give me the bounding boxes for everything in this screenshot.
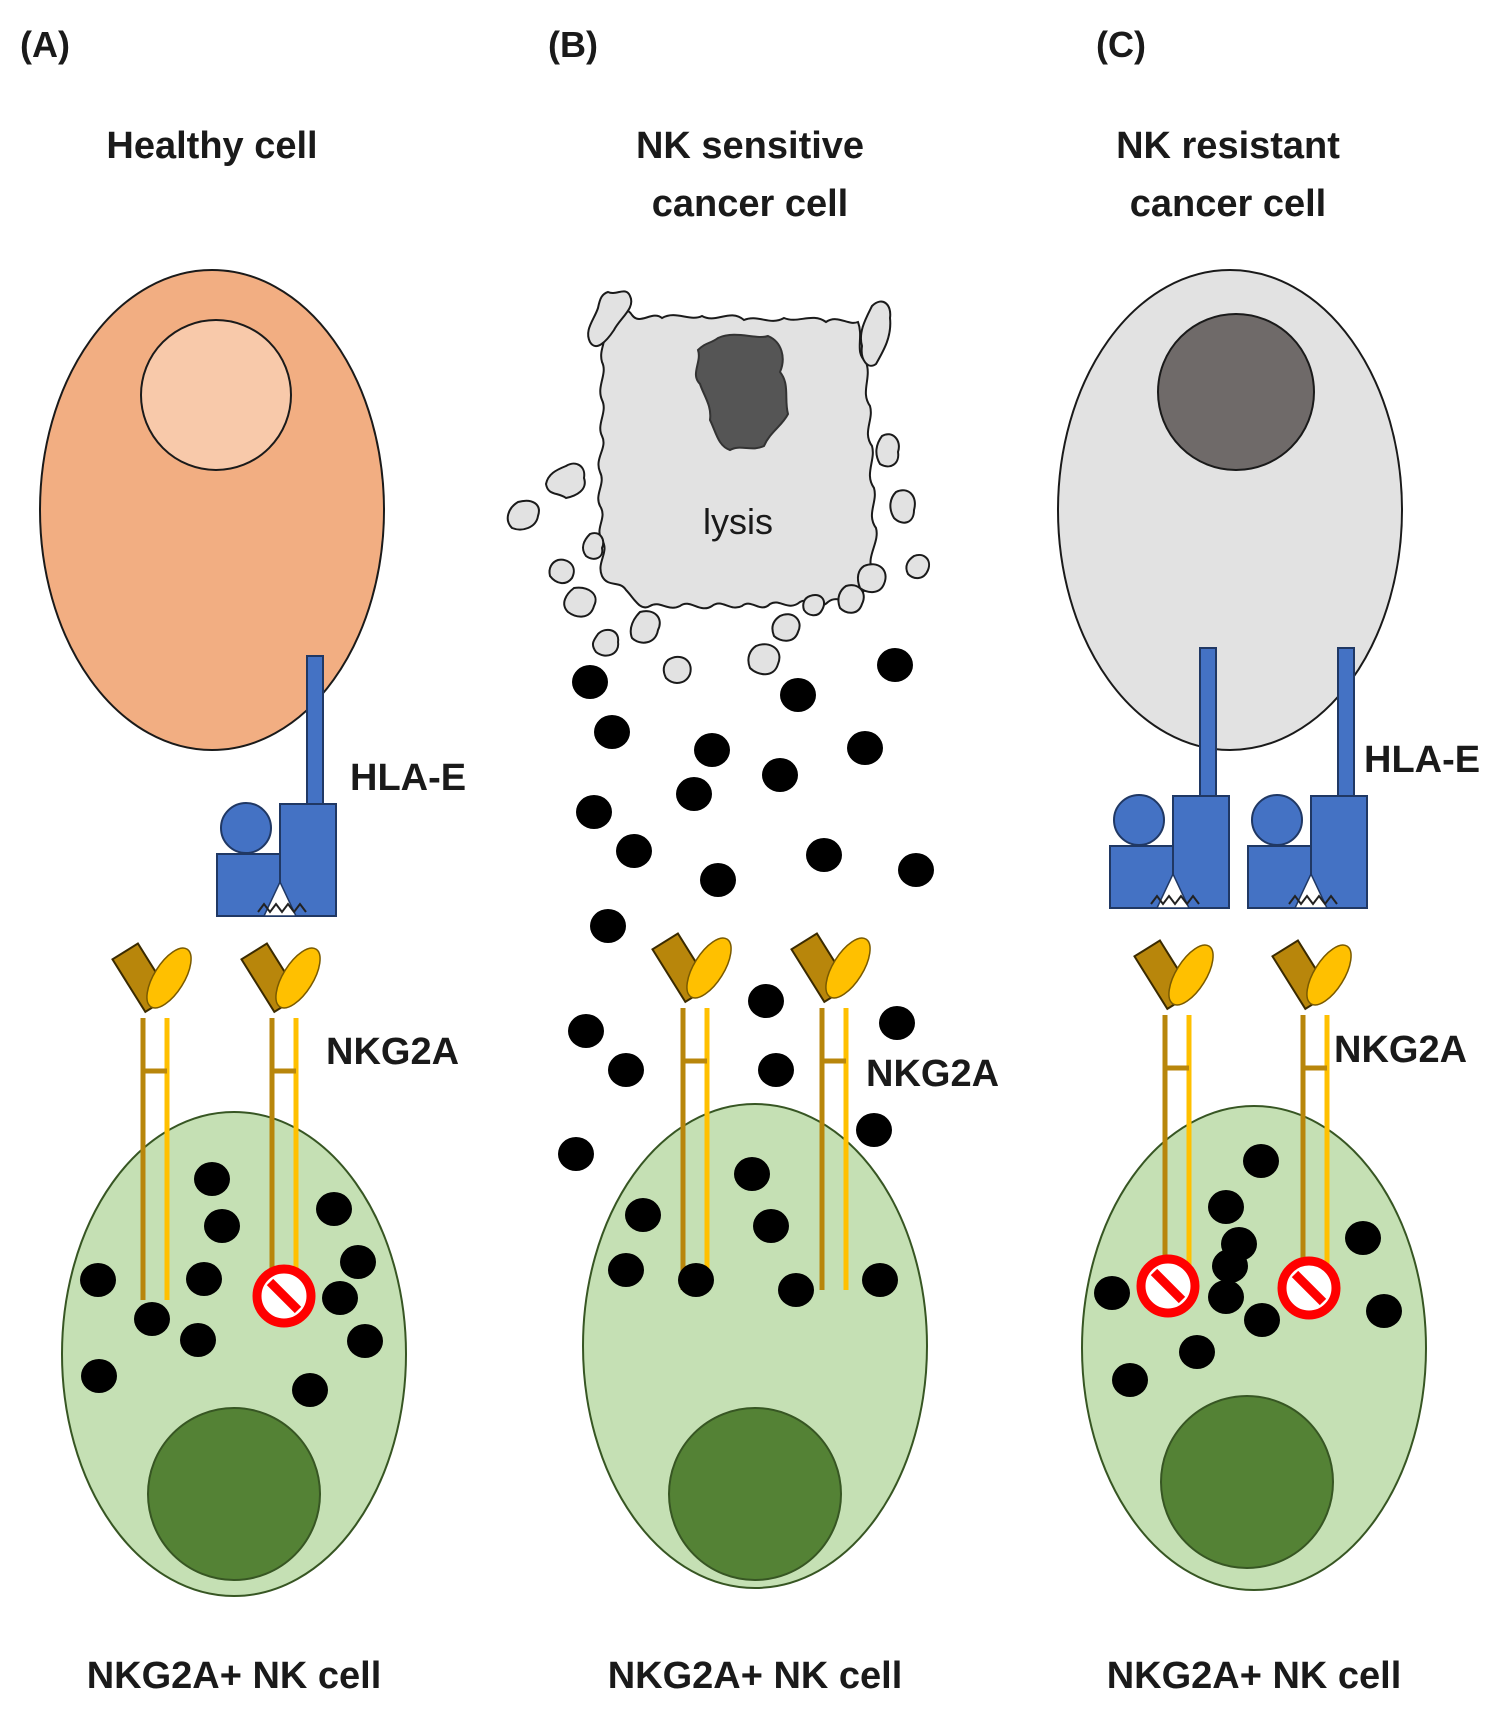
hla-e-label: HLA-E	[350, 757, 466, 799]
panel-title: cancer cell	[1130, 183, 1326, 225]
nk-cell-nucleus	[668, 1407, 842, 1581]
inhibition-no-sign-icon	[1282, 1261, 1336, 1315]
nkg2a-label: NKG2A	[326, 1031, 459, 1073]
hla-e-label: HLA-E	[1364, 739, 1480, 781]
nk-cell	[582, 1103, 928, 1589]
inhibition-no-sign-icon	[1141, 1259, 1195, 1313]
nkg2a-label: NKG2A	[866, 1053, 999, 1095]
panel-letter: (A)	[20, 24, 70, 65]
lysis-label: lysis	[703, 501, 773, 542]
granules	[558, 648, 934, 1307]
nkg2a-label: NKG2A	[1334, 1029, 1467, 1071]
nk-cell-nucleus	[1160, 1395, 1334, 1569]
lysed-cancer-cell: lysis	[597, 308, 878, 610]
cell-debris	[506, 290, 930, 684]
nk-cell-label: NKG2A+ NK cell	[608, 1655, 903, 1697]
panel-title: NK resistant	[1116, 125, 1340, 167]
nk-cell-label: NKG2A+ NK cell	[1107, 1655, 1402, 1697]
nk-cell	[1081, 1105, 1427, 1591]
nk-cell-nucleus	[147, 1407, 321, 1581]
healthy-cell	[39, 269, 385, 751]
panel-letter: (B)	[548, 24, 598, 65]
panel-letter: (C)	[1096, 24, 1146, 65]
panel-a: (A) Healthy cell HLA-E NKG2A	[20, 24, 466, 1697]
resistant-cancer-cell	[1057, 269, 1403, 751]
healthy-cell-nucleus	[140, 319, 292, 471]
panel-title: cancer cell	[652, 183, 848, 225]
inhibition-no-sign-icon	[257, 1269, 311, 1323]
lysed-nucleus	[695, 333, 790, 452]
nk-cell-label: NKG2A+ NK cell	[87, 1655, 382, 1697]
nk-cell	[61, 1111, 407, 1597]
panel-b: (B) NK sensitive cancer cell lysis	[506, 24, 999, 1697]
granules	[1094, 1144, 1402, 1397]
panel-c: (C) NK resistant cancer cell HLA-E NKG2A	[1057, 24, 1480, 1697]
granules	[80, 1162, 383, 1407]
cancer-cell-nucleus	[1157, 313, 1315, 471]
panel-title: Healthy cell	[106, 125, 317, 167]
panel-title: NK sensitive	[636, 125, 864, 167]
